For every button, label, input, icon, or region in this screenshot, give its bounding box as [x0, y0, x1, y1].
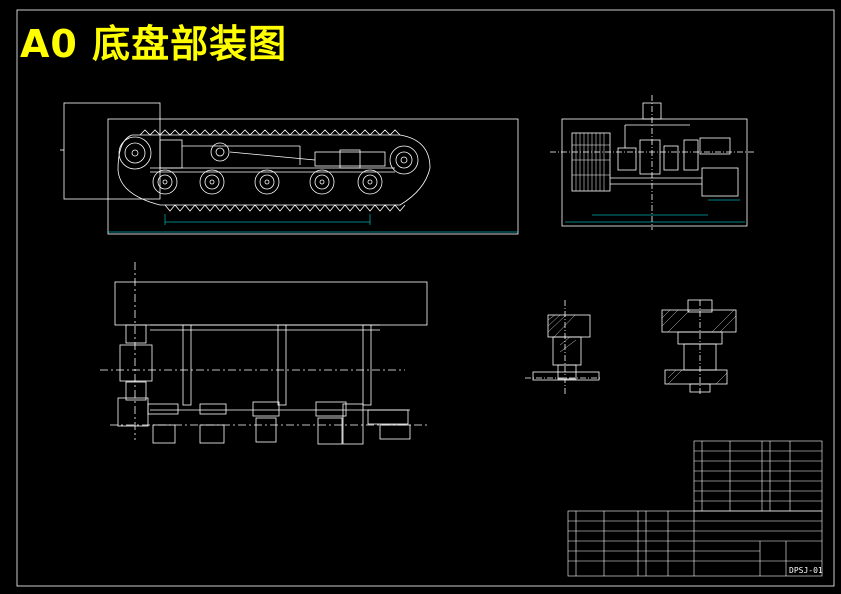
side-view-chassis	[550, 95, 755, 230]
front-view-dimensions	[108, 214, 518, 233]
drawing-code: DPSJ-01	[789, 566, 823, 575]
top-view-chassis	[100, 262, 430, 445]
parts-list-upper	[693, 440, 823, 512]
section-view-b	[661, 299, 737, 395]
front-view-track-chassis	[60, 102, 519, 235]
side-view-dimensions	[565, 199, 745, 223]
sheet-border	[16, 9, 835, 587]
parts-list-lower	[567, 510, 823, 577]
section-view-a	[525, 300, 600, 395]
drawing-title: A0 底盘部装图	[20, 22, 288, 66]
